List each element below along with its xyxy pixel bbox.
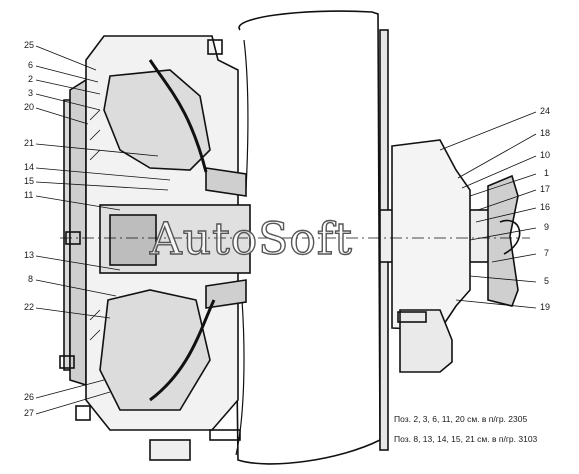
tapered-bearing-upper (205, 167, 247, 197)
callout-16: 16 (540, 202, 551, 212)
output-flange-housing (391, 139, 471, 331)
oil-channel (148, 59, 208, 173)
note-line-2: Поз. 8, 13, 14, 15, 21 см. в п/гр. 3103 (394, 434, 538, 444)
bolt-bottom (75, 405, 91, 421)
bolt-right (397, 311, 427, 323)
callout-25: 25 (24, 40, 35, 50)
callout-10: 10 (540, 150, 551, 160)
callout-20: 20 (24, 102, 35, 112)
callout-2: 2 (28, 74, 34, 84)
output-yoke (487, 174, 519, 307)
callout-21: 21 (24, 138, 35, 148)
bell-housing-inner (243, 39, 249, 191)
callout-8: 8 (28, 274, 34, 284)
callout-9: 9 (544, 222, 550, 232)
bell-housing-outline (235, 10, 381, 465)
bolt-bottom-right (209, 429, 241, 441)
watermark-text: AutoSoft (149, 213, 353, 265)
callout-14: 14 (24, 162, 35, 172)
bolt-top (207, 39, 223, 55)
callout-13: 13 (24, 250, 35, 260)
bolt-left-low (59, 355, 75, 369)
callout-3: 3 (28, 88, 34, 98)
front-cover (63, 99, 71, 371)
callout-11: 11 (24, 190, 34, 200)
callout-19: 19 (540, 302, 551, 312)
note-line-1: Поз. 2, 3, 6, 11, 20 см. в п/гр. 2305 (394, 414, 528, 424)
shaft-spline (109, 214, 157, 266)
callout-17: 17 (540, 184, 551, 194)
upper-gear-cavity (103, 69, 211, 171)
bolt-flange-bottom (149, 439, 191, 461)
callout-27: 27 (24, 408, 35, 418)
hatching (89, 109, 101, 341)
callout-5: 5 (544, 276, 550, 286)
tapered-bearing-lower (205, 279, 247, 309)
callout-15: 15 (24, 176, 35, 186)
lower-gear-cavity (99, 289, 211, 411)
callout-22: 22 (24, 302, 35, 312)
yoke-eye (499, 219, 521, 255)
callout-26: 26 (24, 392, 35, 402)
shift-fork (149, 299, 216, 402)
callout-1: 1 (544, 168, 550, 178)
bell-housing-inner-lower (235, 299, 245, 456)
lower-flange (399, 309, 453, 373)
callout-6: 6 (28, 60, 34, 70)
callout-7: 7 (544, 248, 550, 258)
callout-24: 24 (540, 106, 551, 116)
callout-18: 18 (540, 128, 551, 138)
